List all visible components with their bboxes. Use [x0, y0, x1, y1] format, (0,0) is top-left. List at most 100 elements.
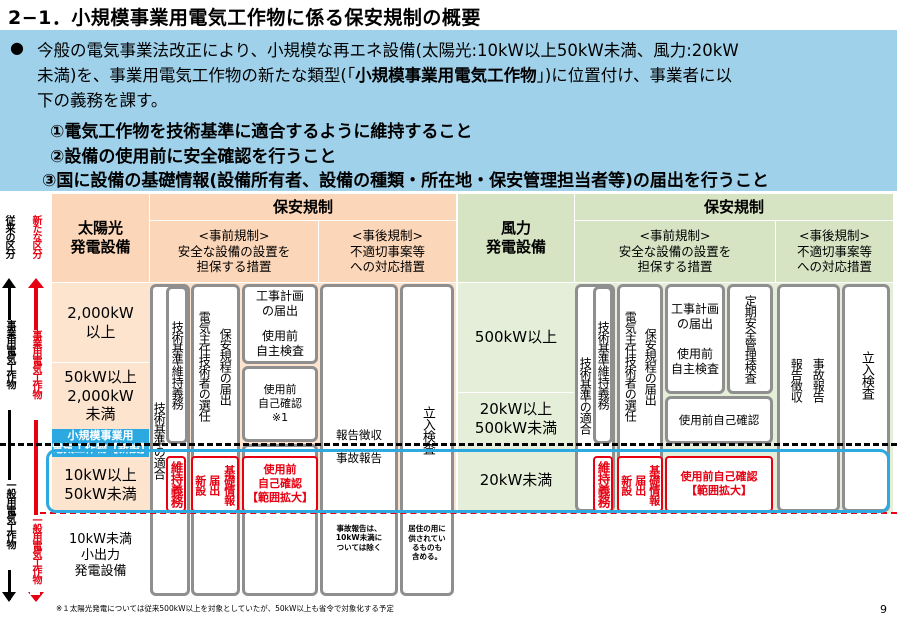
- solar-jigo-header: <事後規制> 不適切事案等 への対応措置: [319, 221, 456, 282]
- solar-koji-text: 工事計画 の届出: [255, 289, 304, 318]
- arrow-up-red-icon: [28, 278, 44, 288]
- side-ippan-label: 一般用電気工作物: [4, 480, 15, 570]
- arrow-up-icon: [2, 278, 16, 288]
- wind-title: 風力 発電設備: [458, 194, 574, 282]
- solar-row-2000kw: 2,000kW 以上: [52, 283, 149, 363]
- intro-line-1: 今般の電気事業法改正により、小規模な再エネ設備(太陽光:10kW以上50kW未満…: [37, 41, 739, 60]
- intro-line-3: 下の義務を課す。: [37, 91, 168, 110]
- bullet-icon: ●: [10, 38, 24, 57]
- obligation-3: ③国に設備の基礎情報(設備所有者、設備の種類・所在地・保安管理担当者等)の届出を…: [42, 171, 769, 191]
- obligation-2: ②設備の使用前に安全確認を行うこと: [50, 147, 337, 167]
- side-arrow-red: [34, 282, 38, 600]
- wind-teiki-text: 定期安全管理検査: [743, 295, 758, 383]
- wind-shiyomae-red: 使用前自己確認 【範囲拡大】: [665, 456, 773, 512]
- wind-row-500kw: 500kW以上: [458, 283, 574, 393]
- wind-iji-box: 技術基準維持義務: [593, 286, 613, 444]
- solar-kiso: 基礎情報: [221, 460, 237, 510]
- wind-jigo-header: <事後規制> 不適切事案等 への対応措置: [776, 221, 893, 282]
- solar-tachiiri-text: 立入検査: [419, 406, 435, 454]
- wind-todokede: 届出: [633, 460, 647, 510]
- divider-black-dashed: [0, 443, 897, 446]
- solar-row-10kw: 10kW以上 50kW未満: [52, 458, 149, 512]
- wind-shiyomae-jiko: 使用前自己確認: [665, 396, 773, 444]
- wind-iji-top-text: 技術基準維持義務: [596, 321, 611, 409]
- wind-jizen-header: <事前規制> 安全な設備の設置を 担保する措置: [575, 221, 775, 282]
- wind-gijutsu-cell: 技術基準の適合: [576, 340, 594, 450]
- intro-box: [0, 30, 897, 191]
- wind-hokoku-text: 報告徴収: [789, 358, 804, 402]
- solar-gijutsu-iji-text: 技術基準維持義務: [170, 321, 185, 409]
- wind-teiki-box: 定期安全管理検査: [727, 284, 773, 394]
- side-conventional-label: 従来の区分: [3, 215, 14, 258]
- wind-todokede-text: 届出: [633, 475, 647, 495]
- solar-hokoku-box: [320, 284, 398, 596]
- solar-shiyomae-jiko: 使用前 自己確認 ※1: [242, 366, 318, 442]
- arrow-down-icon: [2, 592, 16, 602]
- wind-kiso-text: 基礎情報: [647, 465, 661, 505]
- wind-tachiiri-cell: 立入検査: [844, 340, 888, 410]
- solar-todokede-box: [191, 456, 239, 512]
- solar-title: 太陽光 発電設備: [52, 194, 149, 282]
- solar-tachiiri-cell: 立入検査: [402, 395, 452, 465]
- intro-line-2-bold: 小規模事業用電気工作物: [355, 66, 537, 85]
- wind-hoan-header: 保安規制: [575, 194, 893, 220]
- footnote: ※１太陽光発電については従来500kW以上を対象としていたが、50kW以上も省令…: [56, 604, 394, 613]
- side-jigyo-label: 事業用電気工作物: [4, 320, 15, 410]
- solar-shunin-cell: 電気主任技術者の選任: [194, 296, 214, 436]
- side-arrow-black: [8, 282, 11, 600]
- solar-todokede-text: 届出: [207, 475, 221, 495]
- solar-gijutsu-iji-box: 技術基準維持義務: [166, 286, 188, 444]
- solar-hoan-kitei-cell: 保安規程の届出: [214, 296, 236, 436]
- solar-tachiiri-box: [400, 284, 454, 596]
- wind-koji-box: 工事計画 の届出 使用前 自主検査: [665, 284, 725, 394]
- solar-shunin-text: 電気主任技術者の選任: [197, 311, 212, 421]
- wind-hokoku-cell: 報告徴収: [786, 350, 806, 410]
- solar-row-under-10kw: 10kW未満 小出力 発電設備: [69, 531, 132, 580]
- solar-shinsetsu-text: 新設: [193, 475, 207, 495]
- wind-shunin-cell: 電気主任技術者の選任: [620, 296, 640, 436]
- wind-iji-gimu-text: 維持義務: [595, 461, 611, 507]
- solar-gijutsu-low: 技術基準の適合: [151, 390, 167, 490]
- obligation-1: ①電気工作物を技術基準に適合するように維持すること: [50, 122, 473, 142]
- wind-iji-gimu: 維持義務: [593, 456, 613, 512]
- solar-jizen-header: <事前規制> 安全な設備の設置を 担保する措置: [150, 221, 318, 282]
- arrow-down-red-icon: [28, 592, 44, 602]
- solar-jiko-text: 事故報告: [336, 450, 382, 465]
- intro-line-2: 未満)を、事業用電気工作物の新たな類型(「小規模事業用電気工作物」)に位置付け、…: [37, 62, 732, 86]
- wind-row-20kw: 20kW以上 500kW未満: [458, 394, 574, 444]
- page-number: 9: [880, 603, 887, 616]
- solar-hoan-header: 保安規制: [150, 194, 456, 220]
- page-title: 2−1．小規模事業用電気工作物に係る保安規制の概要: [8, 7, 481, 29]
- wind-shinsetsu: 新設: [619, 460, 633, 510]
- solar-hokoku-text: 報告徴収: [336, 427, 382, 442]
- solar-gijutsu-low-text: 技術基準の適合: [152, 401, 167, 479]
- solar-shinsetsu: 新設: [193, 460, 207, 510]
- solar-kyoju-note: 居住の用に 供されてい るものも 含める。: [408, 524, 446, 562]
- wind-jiko-cell: 事故報告: [808, 350, 828, 410]
- solar-shiyomae-red: 使用前 自己確認 【範囲拡大】: [242, 456, 318, 512]
- wind-row-under-20kw: 20kW未満: [458, 452, 574, 508]
- wind-hoan-kitei-cell: 保安規程の届出: [640, 296, 660, 436]
- wind-gijutsu-text: 技術基準の適合: [578, 356, 593, 434]
- solar-jiko-note: 事故報告は、 10kW未満に ついては除く: [335, 523, 383, 552]
- intro-line-2c: 」)に位置付け、事業者に以: [536, 66, 732, 85]
- small-scale-highlight: [46, 449, 890, 513]
- solar-iji-gimu-text: 維持義務: [168, 461, 184, 507]
- wind-shunin-text: 電気主任技術者の選任: [623, 311, 638, 421]
- wind-kiso: 基礎情報: [647, 460, 661, 510]
- wind-tachiiri-box: [842, 284, 890, 512]
- solar-shiyomae-jishu-text: 使用前 自主検査: [255, 329, 304, 358]
- solar-kiso-text: 基礎情報: [222, 465, 236, 505]
- solar-shunin-box: [191, 284, 240, 596]
- side-jigyo-red-label: 事業用電気工作物: [30, 330, 41, 420]
- wind-hoan-kitei-text: 保安規程の届出: [643, 327, 658, 405]
- wind-jiko-text: 事故報告: [811, 358, 826, 402]
- divider-red-dashed: [40, 512, 897, 514]
- solar-row-50kw: 50kW以上 2,000kW 未満: [52, 364, 149, 428]
- solar-todokede: 届出: [207, 460, 221, 510]
- solar-iji-gimu: 維持義務: [166, 456, 186, 512]
- solar-koji-box: [242, 284, 318, 364]
- side-ippan-red-label: 一般用電気工作物: [30, 515, 41, 595]
- wind-tachiiri-text: 立入検査: [858, 351, 874, 399]
- intro-line-2a: 未満)を、事業用電気工作物の新たな類型(「: [37, 66, 356, 85]
